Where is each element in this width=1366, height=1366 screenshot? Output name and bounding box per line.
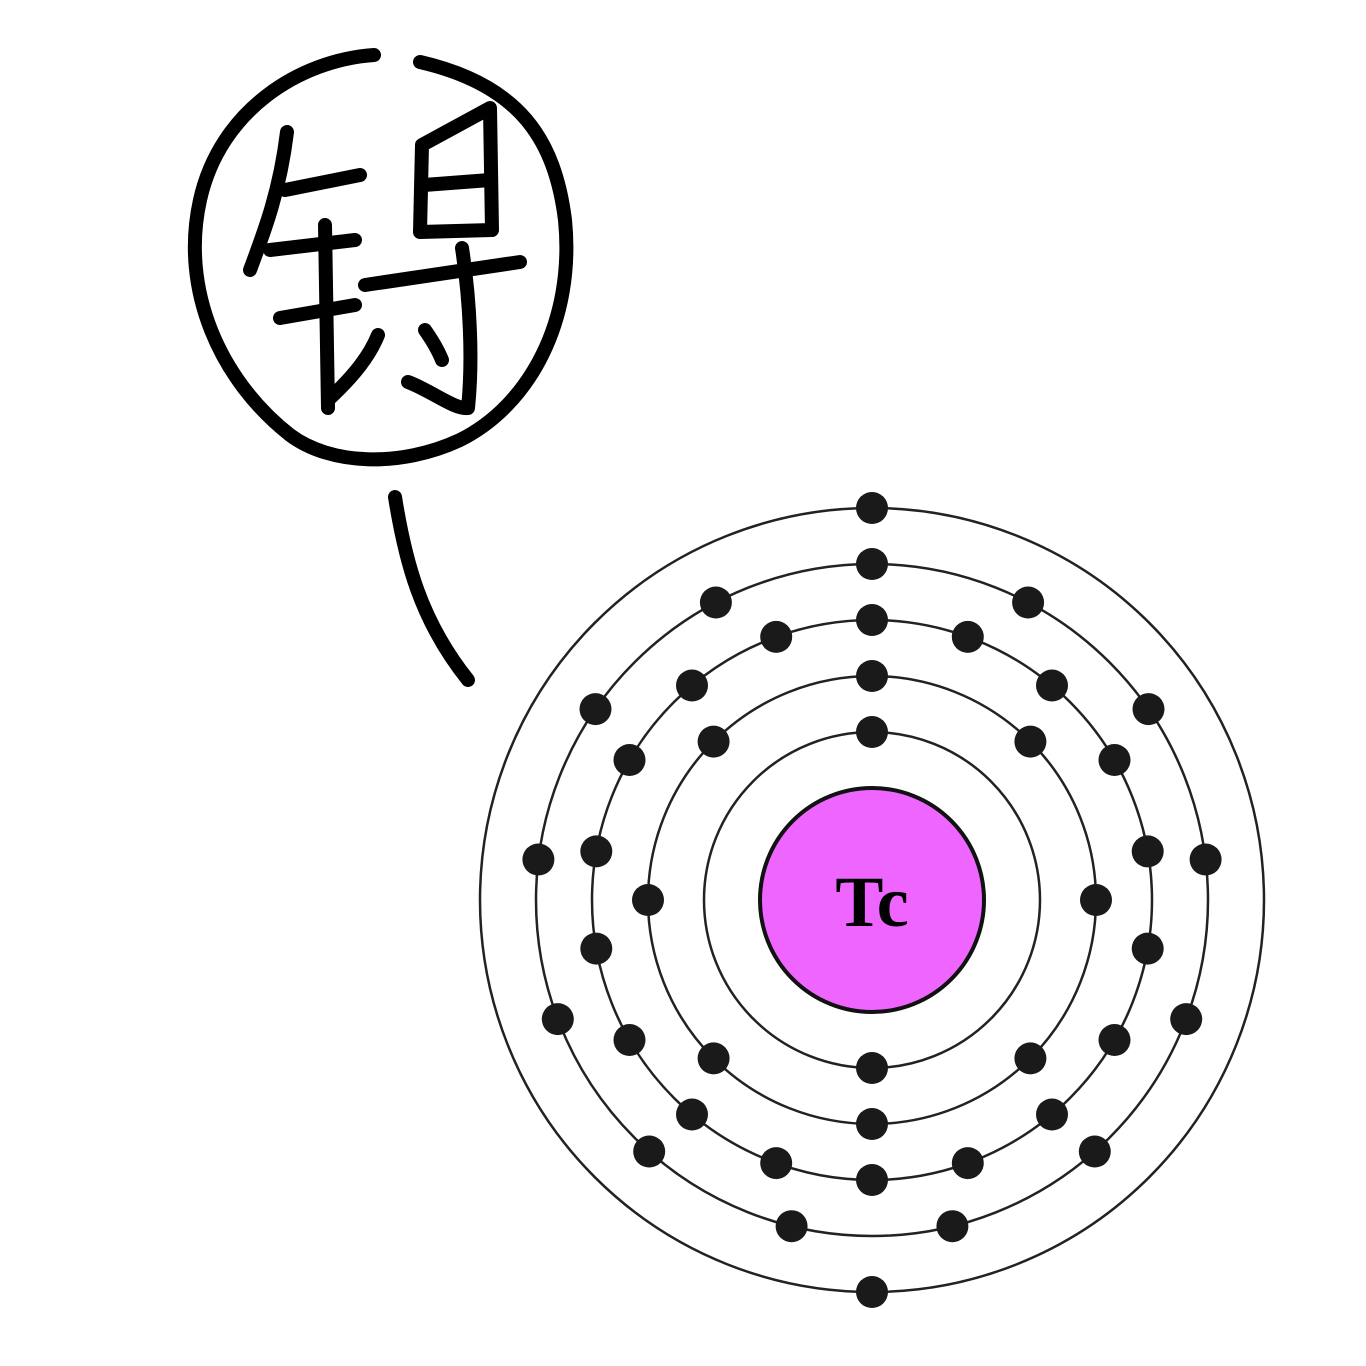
electron-shell-M — [856, 604, 888, 636]
electron-shell-M — [1098, 744, 1131, 776]
electron-shell-L — [697, 1042, 730, 1075]
callout-bubble — [187, 48, 574, 687]
electron-shell-L — [1080, 884, 1112, 916]
electron-shell-M — [676, 1098, 708, 1131]
electron-shell-L — [632, 884, 664, 916]
electron-shell-O — [856, 492, 888, 524]
electron-shell-N — [579, 693, 612, 726]
electron-shell-K — [856, 1052, 888, 1084]
electron-shell-M — [1036, 669, 1068, 702]
electron-shell-M — [580, 932, 613, 965]
electron-shell-L — [697, 725, 730, 758]
electron-shell-N — [633, 1135, 666, 1168]
electron-shell-L — [1014, 725, 1047, 758]
electron-shell-M — [676, 669, 708, 702]
electron-shell-N — [1170, 1003, 1203, 1036]
electron-shell-N — [541, 1003, 574, 1036]
electron-shell-O — [856, 1276, 888, 1308]
electron-shell-M — [760, 620, 793, 653]
electron-shell-N — [1132, 693, 1165, 726]
electron-shell-N — [1012, 586, 1045, 619]
electron-shell-N — [1189, 843, 1222, 876]
atom-model: Tc — [478, 492, 1266, 1308]
electron-shell-N — [936, 1210, 969, 1243]
technetium-character-drawing — [243, 101, 527, 416]
electron-shell-M — [760, 1147, 793, 1180]
electron-shell-L — [856, 660, 888, 692]
electron-shell-M — [856, 1164, 888, 1196]
electron-shell-M — [1036, 1098, 1068, 1131]
electron-shell-M — [1131, 835, 1164, 868]
electron-shell-M — [951, 1147, 984, 1180]
electron-shell-M — [580, 835, 613, 868]
callout-outline — [187, 48, 574, 467]
electron-shell-N — [856, 548, 888, 580]
electron-shell-M — [1098, 1024, 1131, 1056]
nucleus — [758, 786, 986, 1014]
electron-shell-L — [1014, 1042, 1047, 1075]
electron-shell-N — [699, 586, 732, 619]
electron-shell-N — [775, 1210, 808, 1243]
callout-tail — [388, 490, 475, 687]
electron-shell-M — [951, 620, 984, 653]
electron-shell-M — [613, 1024, 646, 1056]
electron-shell-K — [856, 716, 888, 748]
electron-shell-N — [522, 843, 555, 876]
electron-shell-L — [856, 1108, 888, 1140]
element-symbol: Tc — [835, 862, 908, 942]
electron-shell-M — [613, 744, 646, 776]
electron-shell-N — [1078, 1135, 1111, 1168]
electron-shell-M — [1131, 932, 1164, 965]
